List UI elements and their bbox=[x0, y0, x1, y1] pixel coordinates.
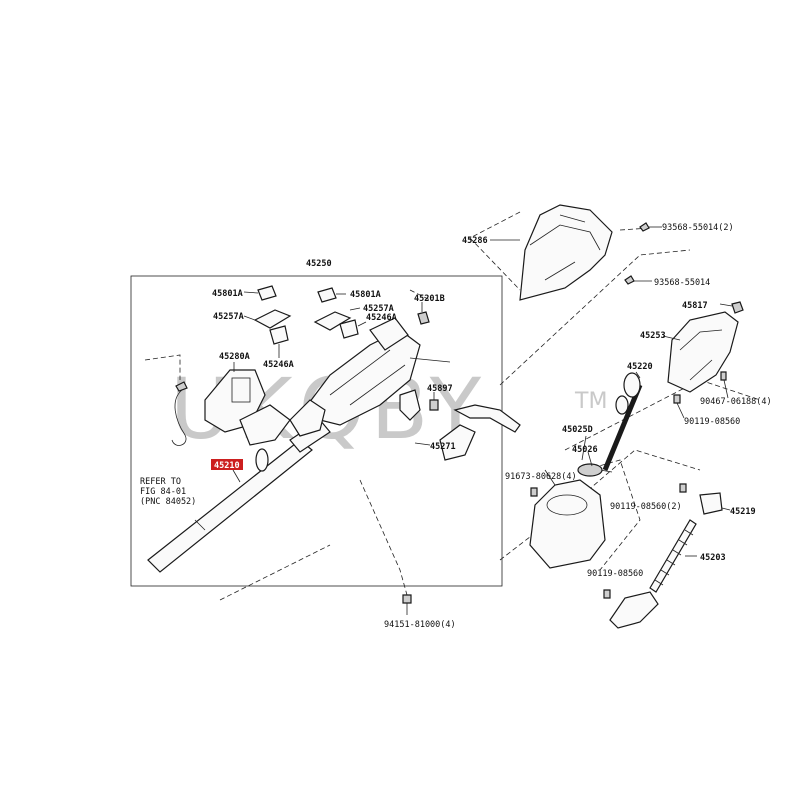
label-45817: 45817 bbox=[682, 301, 708, 311]
bracket-45271 bbox=[399, 389, 421, 421]
label-45257a-left: 45257A bbox=[213, 312, 244, 322]
leader-45257a-right bbox=[349, 307, 361, 311]
label-45257a-right: 45257A bbox=[363, 304, 394, 314]
note-line3: (PNC 84052) bbox=[140, 497, 196, 507]
screw-93568-a bbox=[639, 222, 650, 232]
leader-45817 bbox=[719, 303, 733, 307]
lock-housing-45280a bbox=[204, 369, 291, 446]
assembly-box-45250 bbox=[130, 275, 503, 587]
label-45801a-right: 45801A bbox=[350, 290, 381, 300]
guide-94151 bbox=[359, 479, 408, 596]
guide-45286 bbox=[469, 211, 521, 291]
harness-connector bbox=[175, 381, 188, 392]
highlight-45210 bbox=[211, 459, 243, 470]
label-45026: 45026 bbox=[572, 445, 598, 455]
label-45025d: 45025D bbox=[562, 425, 593, 435]
bolt-90119-a bbox=[673, 394, 681, 404]
column-cover-lower bbox=[667, 311, 739, 393]
bracket-45257a-left bbox=[253, 309, 292, 329]
leader-45210 bbox=[232, 469, 241, 483]
label-90119-08560-2: 90119-08560(2) bbox=[610, 502, 682, 512]
label-45210: 45210 bbox=[214, 461, 240, 471]
leader-90119-a bbox=[676, 402, 685, 419]
boot-45025d bbox=[529, 469, 606, 569]
leader-45801a-left bbox=[243, 291, 259, 294]
screw-90467 bbox=[720, 371, 727, 381]
bracket-45257a-right bbox=[313, 311, 352, 331]
guide-left bbox=[144, 354, 181, 380]
bracket-45246a-right bbox=[339, 319, 359, 339]
label-45220: 45220 bbox=[627, 362, 653, 372]
bolt-90119-b bbox=[603, 589, 611, 599]
label-91673-80628: 91673-80628(4) bbox=[505, 472, 577, 482]
label-93568-55014: 93568-55014 bbox=[654, 278, 710, 288]
bolt-90119-2 bbox=[679, 483, 687, 493]
label-45897: 45897 bbox=[427, 384, 453, 394]
bracket-45246a-left bbox=[269, 325, 289, 345]
leader-45253 bbox=[662, 335, 681, 341]
note-line1: REFER TO bbox=[140, 477, 181, 487]
label-45219: 45219 bbox=[730, 507, 756, 517]
bracket-45801a-right bbox=[317, 287, 337, 303]
note-line2: FIG 84-01 bbox=[140, 487, 186, 497]
label-45203: 45203 bbox=[700, 553, 726, 563]
screw-93568-b bbox=[624, 275, 635, 285]
label-45801a-left: 45801A bbox=[212, 289, 243, 299]
leader-45246a-right bbox=[357, 321, 367, 327]
leader-90467 bbox=[723, 379, 729, 399]
guide-45201b bbox=[409, 289, 431, 301]
bushing-45219 bbox=[699, 492, 723, 515]
label-45250: 45250 bbox=[306, 259, 332, 269]
label-94151-81000: 94151-81000(4) bbox=[384, 620, 456, 630]
wire-harness bbox=[171, 389, 187, 446]
label-90119-08560-a: 90119-08560 bbox=[684, 417, 740, 427]
label-45246a-left: 45246A bbox=[263, 360, 294, 370]
bolt-91673 bbox=[530, 487, 538, 497]
bolt-45897 bbox=[429, 399, 439, 411]
label-90467-06188: 90467-06188(4) bbox=[700, 397, 772, 407]
nut-94151 bbox=[402, 594, 412, 604]
guide-lower-shaft bbox=[584, 459, 641, 571]
leader-45026 bbox=[587, 451, 593, 467]
leader-45025d bbox=[581, 435, 587, 461]
label-45253: 45253 bbox=[640, 331, 666, 341]
label-45246a-right: 45246A bbox=[366, 313, 397, 323]
label-93568-55014-2: 93568-55014(2) bbox=[662, 223, 734, 233]
column-housing-45250 bbox=[289, 317, 451, 437]
clip-45817 bbox=[731, 301, 744, 314]
leader-45257a-left bbox=[243, 315, 256, 321]
label-45280a: 45280A bbox=[219, 352, 250, 362]
clip-45201b bbox=[417, 311, 430, 325]
tilt-lever-45271 bbox=[439, 404, 521, 461]
guide-bottom bbox=[219, 544, 331, 601]
label-90119-08560-b: 90119-08560 bbox=[587, 569, 643, 579]
label-45271: 45271 bbox=[430, 442, 456, 452]
column-cover-upper bbox=[519, 204, 613, 301]
lower-shaft-45203 bbox=[609, 519, 697, 629]
seal-45026 bbox=[577, 463, 603, 477]
label-45201b: 45201B bbox=[414, 294, 445, 304]
leader-45271 bbox=[414, 442, 431, 446]
leader-45219 bbox=[721, 507, 731, 511]
watermark-trademark: TM bbox=[574, 389, 607, 414]
label-45286: 45286 bbox=[462, 236, 488, 246]
intermediate-shaft-45220 bbox=[599, 372, 643, 473]
bracket-45801a-left bbox=[257, 285, 277, 301]
guide-upper-right bbox=[499, 249, 691, 386]
leader-45220 bbox=[635, 371, 641, 379]
